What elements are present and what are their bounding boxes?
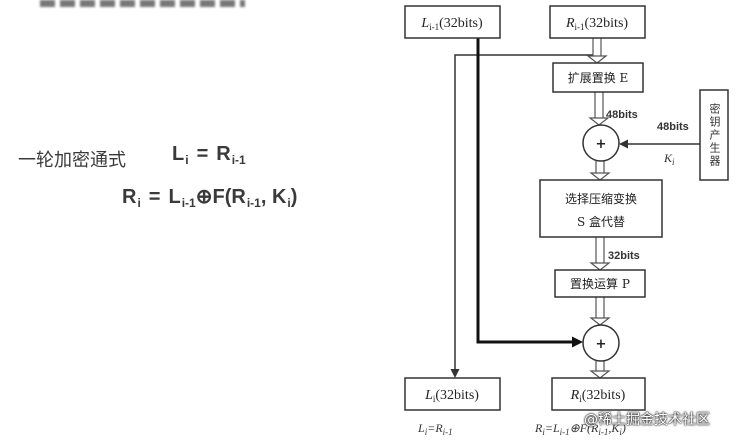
- eq2-arg-k: K: [271, 186, 287, 208]
- permutation-label: 置换运算 P: [570, 276, 630, 291]
- r-prev-sub: i-1: [575, 22, 585, 32]
- formula-right-half: Ri=Li-1⊕F(Ri-1, Ki): [122, 184, 297, 210]
- key-bits-label: 48bits: [657, 121, 689, 133]
- hollow-arrow-xor2-to-r-new: [589, 361, 611, 379]
- r-eq-a-sub: i: [542, 427, 545, 437]
- r-prev-bits: (32bits): [585, 16, 629, 31]
- l-eq-op: =: [427, 421, 435, 435]
- cropped-heading-fragment: [40, 0, 245, 7]
- r-eq-d: K: [610, 421, 620, 435]
- l-new-box: [404, 377, 501, 411]
- eq2-xor-f-open: ⊕F(: [195, 186, 232, 208]
- expansion-label: 扩展置换 E: [568, 71, 629, 85]
- l-eq-b-sub: i-1: [443, 427, 453, 437]
- l-new-arrowhead: [450, 369, 460, 378]
- eq1-r: R: [216, 143, 231, 165]
- r-new-var: R: [570, 388, 580, 403]
- r-new-box: [551, 377, 646, 411]
- key-label: Ki: [663, 151, 675, 167]
- r-new-label: Ri(32bits): [570, 388, 626, 404]
- permutation-box: [554, 269, 646, 298]
- r-eq-b: L: [552, 421, 560, 435]
- l-prev-box: [404, 5, 501, 39]
- hollow-arrow-sbox-to-permutation: [589, 237, 611, 271]
- r-eq-c: R: [590, 421, 599, 435]
- r-prev-label: Ri-1(32bits): [565, 16, 628, 32]
- eq2-arg-r: R: [231, 186, 246, 208]
- l-prev-label: Li-1(32bits): [420, 16, 483, 32]
- eq2-equals: =: [148, 186, 161, 208]
- eq1-equals: =: [196, 143, 209, 165]
- xor2-circle: [582, 324, 620, 362]
- sbox-label-line1: 选择压缩变换: [565, 191, 637, 206]
- xor1-circle: [582, 124, 620, 162]
- hollow-arrow-expansion-to-xor1: [588, 92, 610, 126]
- l-new-bits: (32bits): [435, 388, 479, 403]
- eq1-l-sub: i: [185, 153, 189, 167]
- l-eq-a: L: [417, 421, 425, 435]
- expansion-box: [552, 62, 644, 93]
- r-eq-d-sub: i: [619, 427, 622, 437]
- hollow-arrow-r-prev-to-expansion: [586, 38, 608, 64]
- eq2-l-sub: i-1: [181, 196, 196, 210]
- expansion-bits-label: 48bits: [606, 109, 638, 121]
- r-eq-sep: ,: [608, 421, 611, 435]
- l-new-var: L: [424, 388, 433, 403]
- key-sub: i: [672, 157, 675, 167]
- eq2-l: L: [168, 186, 181, 208]
- r-new-equation: Ri=Li-1⊕F(Ri-1,Ki): [534, 421, 626, 437]
- l-prev-bits: (32bits): [439, 16, 483, 31]
- r-eq-close: ): [621, 421, 626, 435]
- r-eq-c-sub: i-1: [598, 427, 608, 437]
- xor2-arrowhead: [572, 336, 583, 348]
- formula-left-half: Li = Ri-1: [172, 143, 246, 167]
- watermark: @稀土掘金技术社区: [584, 412, 710, 428]
- eq2-arg-r-sub: i-1: [246, 196, 261, 210]
- r-eq-op: =: [545, 421, 553, 435]
- eq2-r: R: [122, 186, 137, 208]
- eq2-arg-k-sub: i: [287, 196, 291, 210]
- xor2-symbol: +: [596, 337, 607, 352]
- eq2-comma: ,: [260, 186, 272, 208]
- hollow-arrow-permutation-to-xor2: [589, 297, 611, 326]
- xor1-symbol: +: [596, 137, 607, 152]
- l-new-equation: Li=Ri-1: [417, 421, 453, 437]
- eq2-r-sub: i: [137, 196, 141, 210]
- l-prev-var: L: [420, 16, 429, 31]
- eq1-l: L: [172, 143, 185, 165]
- key-generator-label: 密钥产生器: [708, 102, 721, 168]
- r-new-bits: (32bits): [582, 388, 626, 403]
- r-prev-box: [549, 5, 646, 39]
- l-prev-to-xor2-line: [476, 38, 574, 344]
- eq1-r-sub: i-1: [231, 153, 246, 167]
- l-prev-sub: i-1: [429, 22, 439, 32]
- l-eq-a-sub: i: [425, 427, 428, 437]
- key-arrowhead: [619, 139, 628, 149]
- r-prev-to-l-new-line: [454, 54, 593, 370]
- sbox-bits-label: 32bits: [608, 250, 640, 262]
- r-prev-var: R: [565, 16, 575, 31]
- r-new-sub: i: [579, 394, 582, 404]
- r-eq-b-sub: i-1: [560, 427, 570, 437]
- l-new-label: Li(32bits): [424, 388, 479, 404]
- key-var: K: [663, 151, 673, 165]
- formula-label: 一轮加密通式: [18, 150, 126, 171]
- r-eq-a: R: [534, 421, 543, 435]
- r-eq-f-open: ⊕F(: [570, 421, 592, 435]
- l-eq-b: R: [434, 421, 443, 435]
- sbox-box: [539, 179, 663, 238]
- hollow-arrow-xor1-to-sbox: [589, 161, 611, 181]
- sbox-label-line2: S 盒代替: [577, 214, 625, 229]
- key-generator-box: [699, 89, 729, 181]
- eq2-close: ): [290, 186, 298, 208]
- l-new-sub: i: [433, 394, 436, 404]
